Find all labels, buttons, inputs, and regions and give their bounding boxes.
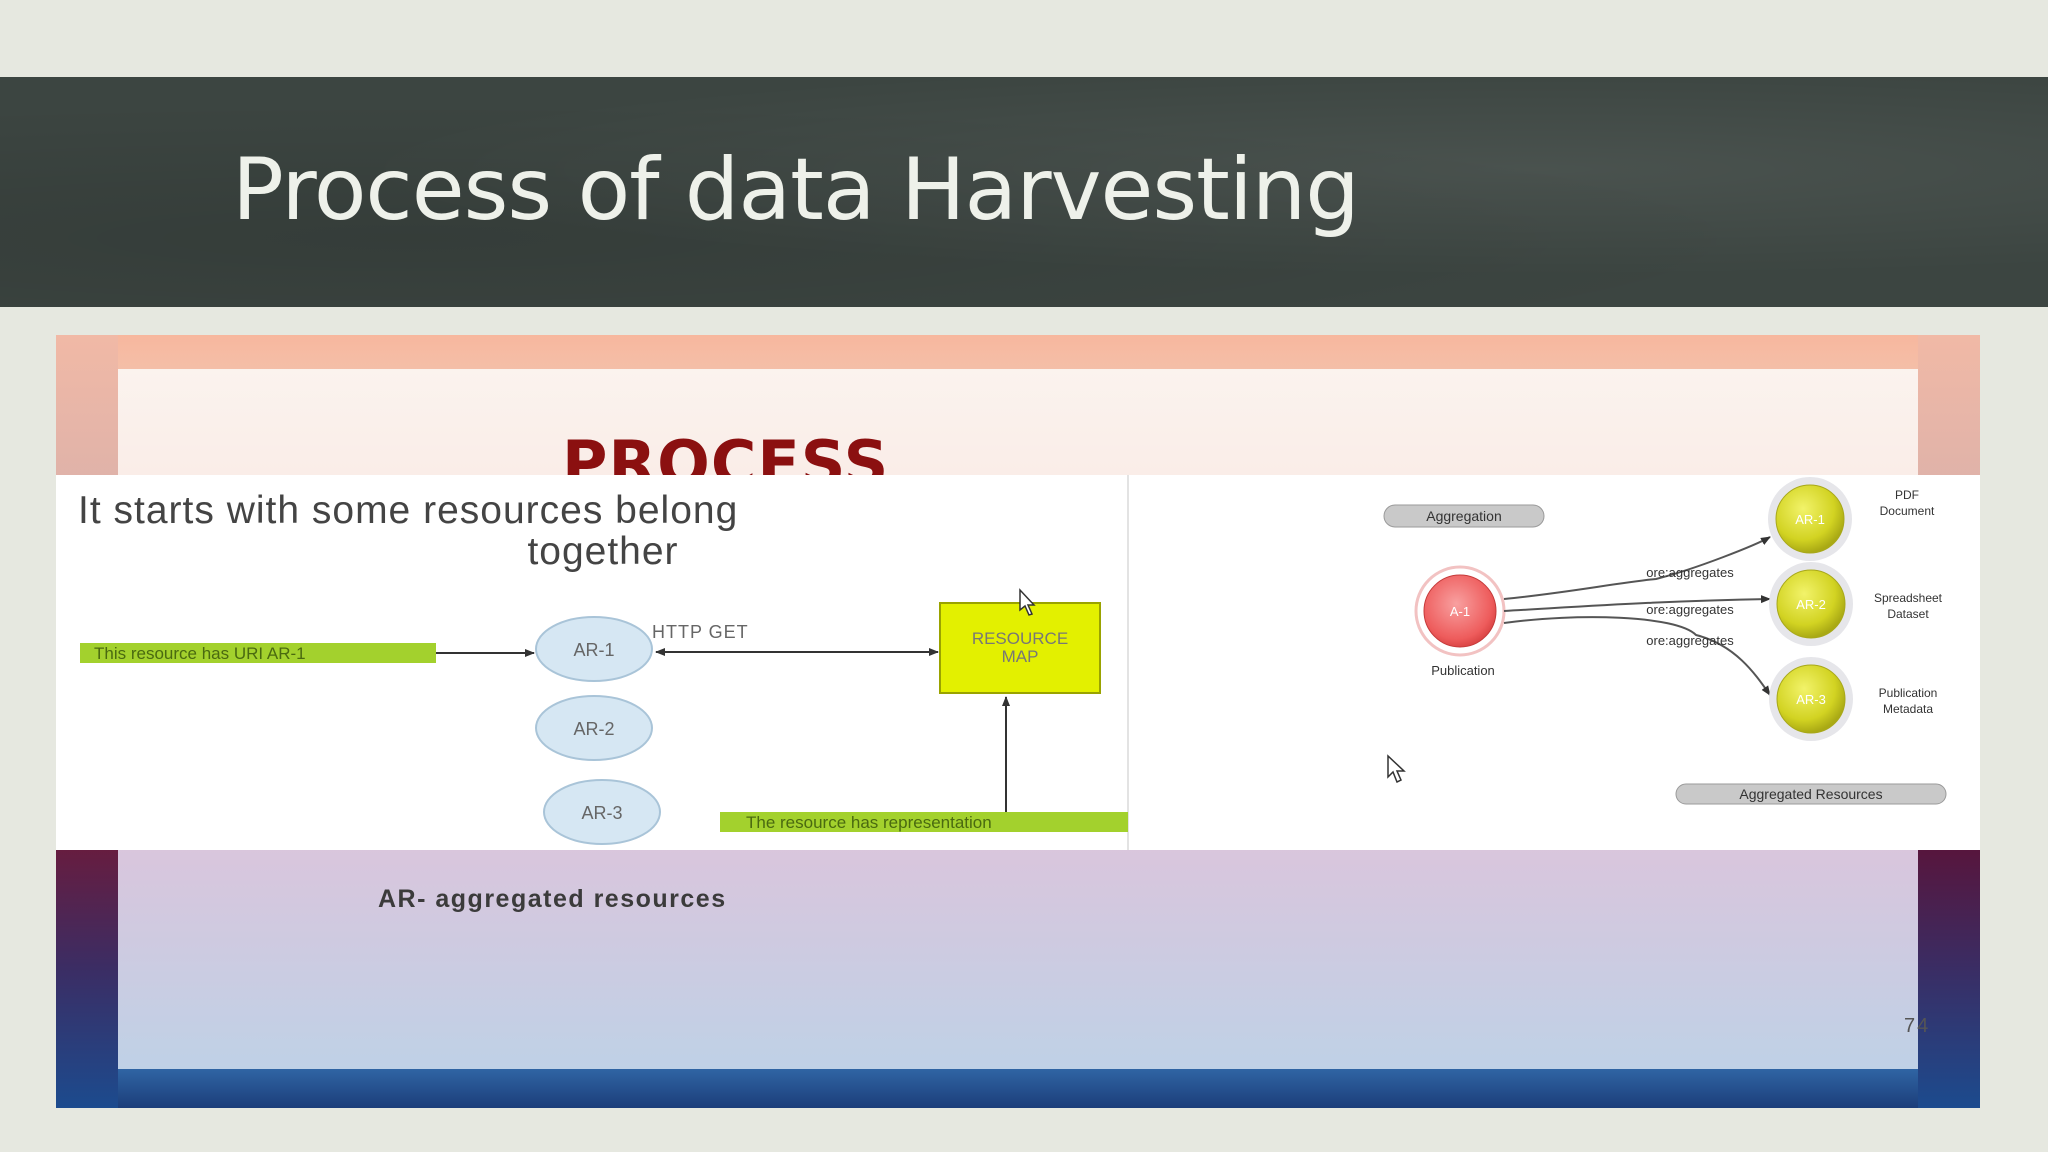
aggregation-node-label: A-1 [1450,604,1470,619]
resource-ar1-node [1775,484,1845,554]
resource-ar1-label: AR-1 [1795,512,1825,527]
cursor-icon-2 [1387,754,1406,784]
intro-line-2: together [527,530,678,573]
page-number: 74 [1904,1015,1931,1037]
resource-ar2-label: AR-2 [1796,597,1826,612]
http-get-label: HTTP GET [652,622,749,642]
resource-ar2-desc-1: Spreadsheet [1874,591,1943,605]
slide-title: Process of data Harvesting [232,140,1360,240]
resource-ar1-desc-2: Document [1880,504,1935,518]
uri-label: This resource has URI AR-1 [94,644,306,663]
title-banner: Process of data Harvesting [0,77,2048,307]
resource-ar1-desc-1: PDF [1895,488,1919,502]
ar-caption: AR- aggregated resources [378,885,727,913]
process-diagrams: It starts with some resources belong tog… [56,475,1947,850]
embedded-slide-image: PROCESS [56,335,1980,1108]
uri-label-bar [80,643,436,663]
publication-label: Publication [1431,663,1495,678]
aggregation-node [1423,574,1497,648]
edge-ar2 [1503,595,1771,612]
ar3-node [543,779,661,845]
edge-ar1 [1503,536,1771,600]
edge-label-3: ore:aggregates [1646,633,1734,648]
edge-label-2: ore:aggregates [1646,602,1734,617]
resource-map-line-1: RESOURCE [972,629,1068,648]
ar1-node [535,616,653,682]
right-diagram: Aggregation A-1 Publication ore:aggregat… [1383,477,1947,805]
aggregation-pill [1383,504,1545,528]
cursor-icon [1019,588,1036,616]
resource-map-line-2: MAP [1002,647,1039,666]
resource-ar2-node [1776,569,1846,639]
resource-ar2-desc-2: Dataset [1887,607,1929,621]
representation-label: The resource has representation [746,813,992,832]
aggregated-resources-label: Aggregated Resources [1739,786,1882,802]
ar3-label: AR-3 [581,803,622,823]
ar1-label: AR-1 [573,640,614,660]
resource-ar3-node [1776,664,1846,734]
ar2-label: AR-2 [573,719,614,739]
aggregation-label: Aggregation [1426,508,1502,524]
resource-map-box [939,602,1101,694]
aggregated-resources-pill [1675,783,1947,805]
left-diagram: It starts with some resources belong tog… [56,475,1129,850]
resource-ar3-desc-1: Publication [1879,686,1938,700]
resource-ar3-desc-2: Metadata [1883,702,1933,716]
intro-line-1: It starts with some resources belong [78,489,738,532]
edge-ar3 [1503,616,1771,696]
edge-label-1: ore:aggregates [1646,565,1734,580]
diagram-strip: It starts with some resources belong tog… [56,475,1980,850]
resource-ar3-label: AR-3 [1796,692,1826,707]
representation-bar [720,812,1128,832]
ar2-node [535,695,653,761]
